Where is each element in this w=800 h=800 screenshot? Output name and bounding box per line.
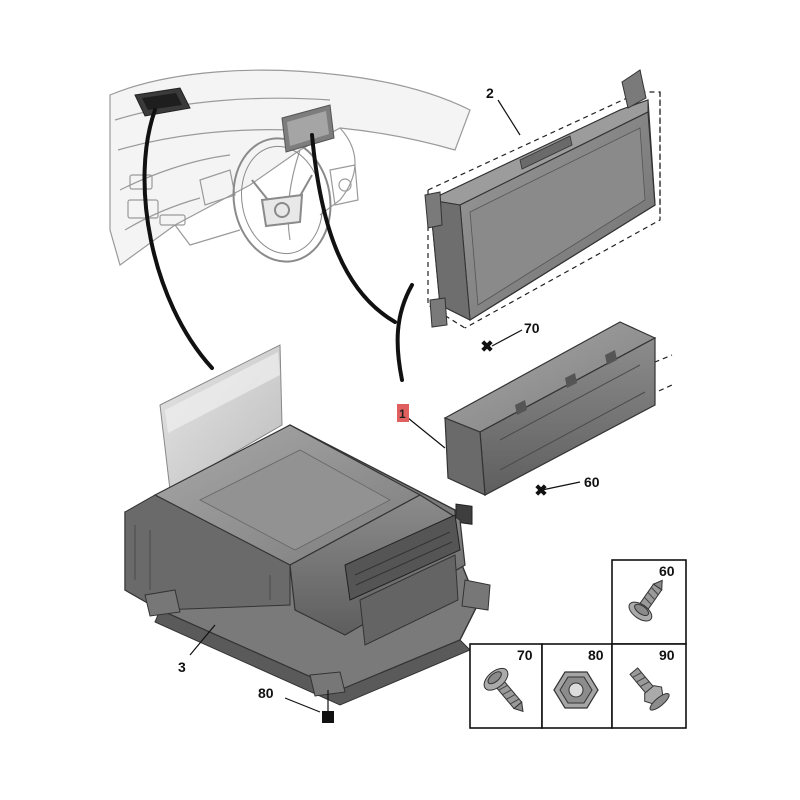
hud-unit-part-3 xyxy=(124,344,491,706)
dashboard-hud-slot xyxy=(134,87,191,117)
callout-part-80: 80 xyxy=(258,685,274,701)
screw-60-icon xyxy=(628,579,663,622)
callout-part-60: 60 xyxy=(584,474,600,490)
label-nut-80: 80 xyxy=(588,647,604,663)
nut-80-icon xyxy=(553,671,599,709)
label-bolt-90: 90 xyxy=(659,647,675,663)
steering-wheel xyxy=(232,137,332,263)
screw-60-marker xyxy=(535,484,547,496)
dashboard-illustration xyxy=(109,69,471,266)
callout-part-70: 70 xyxy=(524,320,540,336)
callout-part-3: 3 xyxy=(178,659,186,675)
callout-part-1: 1 xyxy=(399,407,406,421)
leader-curves xyxy=(142,108,414,382)
control-module-part-1 xyxy=(443,321,673,525)
label-screw-60: 60 xyxy=(659,563,675,579)
callout-part-1-badge xyxy=(397,404,409,422)
nut-80-marker xyxy=(322,711,334,723)
screw-70-icon xyxy=(483,667,524,713)
label-screw-70: 70 xyxy=(517,647,533,663)
callout-leaders xyxy=(189,99,581,713)
fastener-reference-box: 60 70 80 90 xyxy=(469,559,687,729)
display-unit-part-2 xyxy=(424,69,661,329)
screw-70-marker xyxy=(481,340,493,352)
fastener-markers xyxy=(322,340,547,723)
dashboard-screen xyxy=(281,104,335,153)
bolt-90-icon xyxy=(629,667,670,711)
callout-part-2: 2 xyxy=(486,85,494,101)
